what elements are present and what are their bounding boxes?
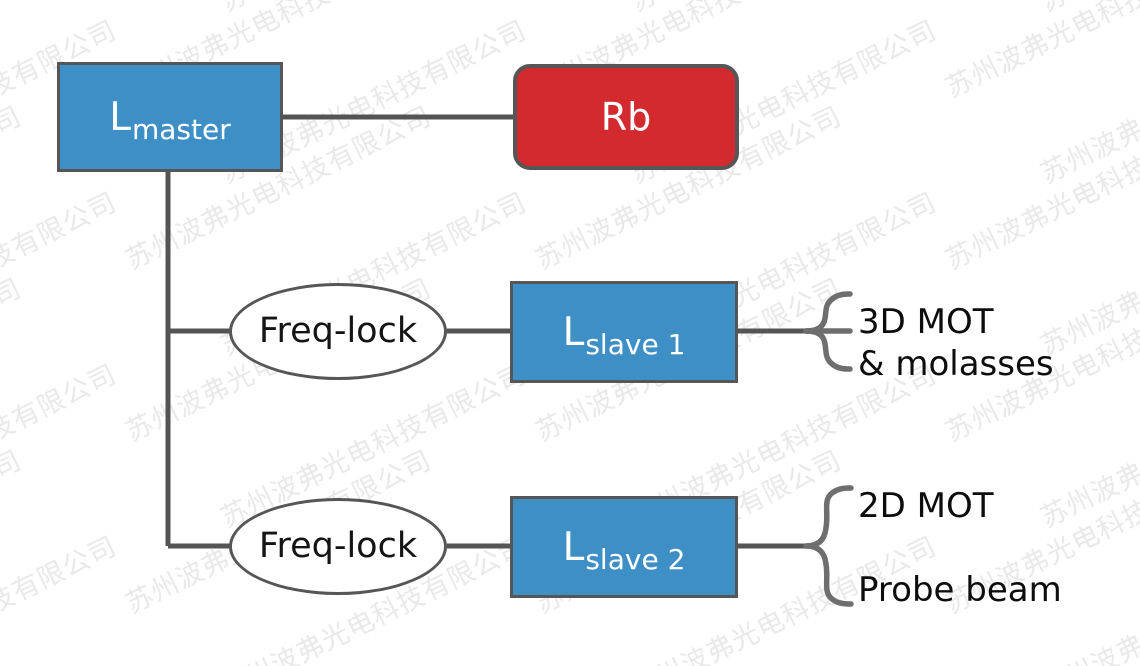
freq-lock-2-label: Freq-lock — [258, 526, 418, 566]
slave-laser-1-subscript: slave 1 — [585, 327, 686, 361]
rb-vapor-cell-box[interactable]: Rb — [513, 64, 739, 170]
freq-lock-1-label: Freq-lock — [258, 311, 418, 351]
output-label-probe-beam: Probe beam — [858, 570, 1062, 610]
master-laser-base: L — [109, 94, 131, 140]
rb-label: Rb — [600, 95, 652, 139]
freq-lock-1-ellipse[interactable]: Freq-lock — [229, 283, 447, 380]
slave-laser-2-subscript: slave 2 — [585, 542, 686, 576]
output-label-3d-mot: 3D MOT — [858, 302, 994, 342]
output-label-molasses: & molasses — [858, 344, 1054, 384]
freq-lock-2-ellipse[interactable]: Freq-lock — [229, 498, 447, 595]
brace-2-upper-prong — [803, 485, 854, 549]
slave-laser-2-base: L — [562, 524, 585, 570]
brace-1-lower-prong — [803, 328, 853, 372]
slave-laser-1-base: L — [562, 309, 585, 355]
output-label-2d-mot: 2D MOT — [858, 486, 994, 526]
brace-2-lower-prong — [803, 543, 854, 607]
master-laser-subscript: master — [131, 112, 231, 146]
